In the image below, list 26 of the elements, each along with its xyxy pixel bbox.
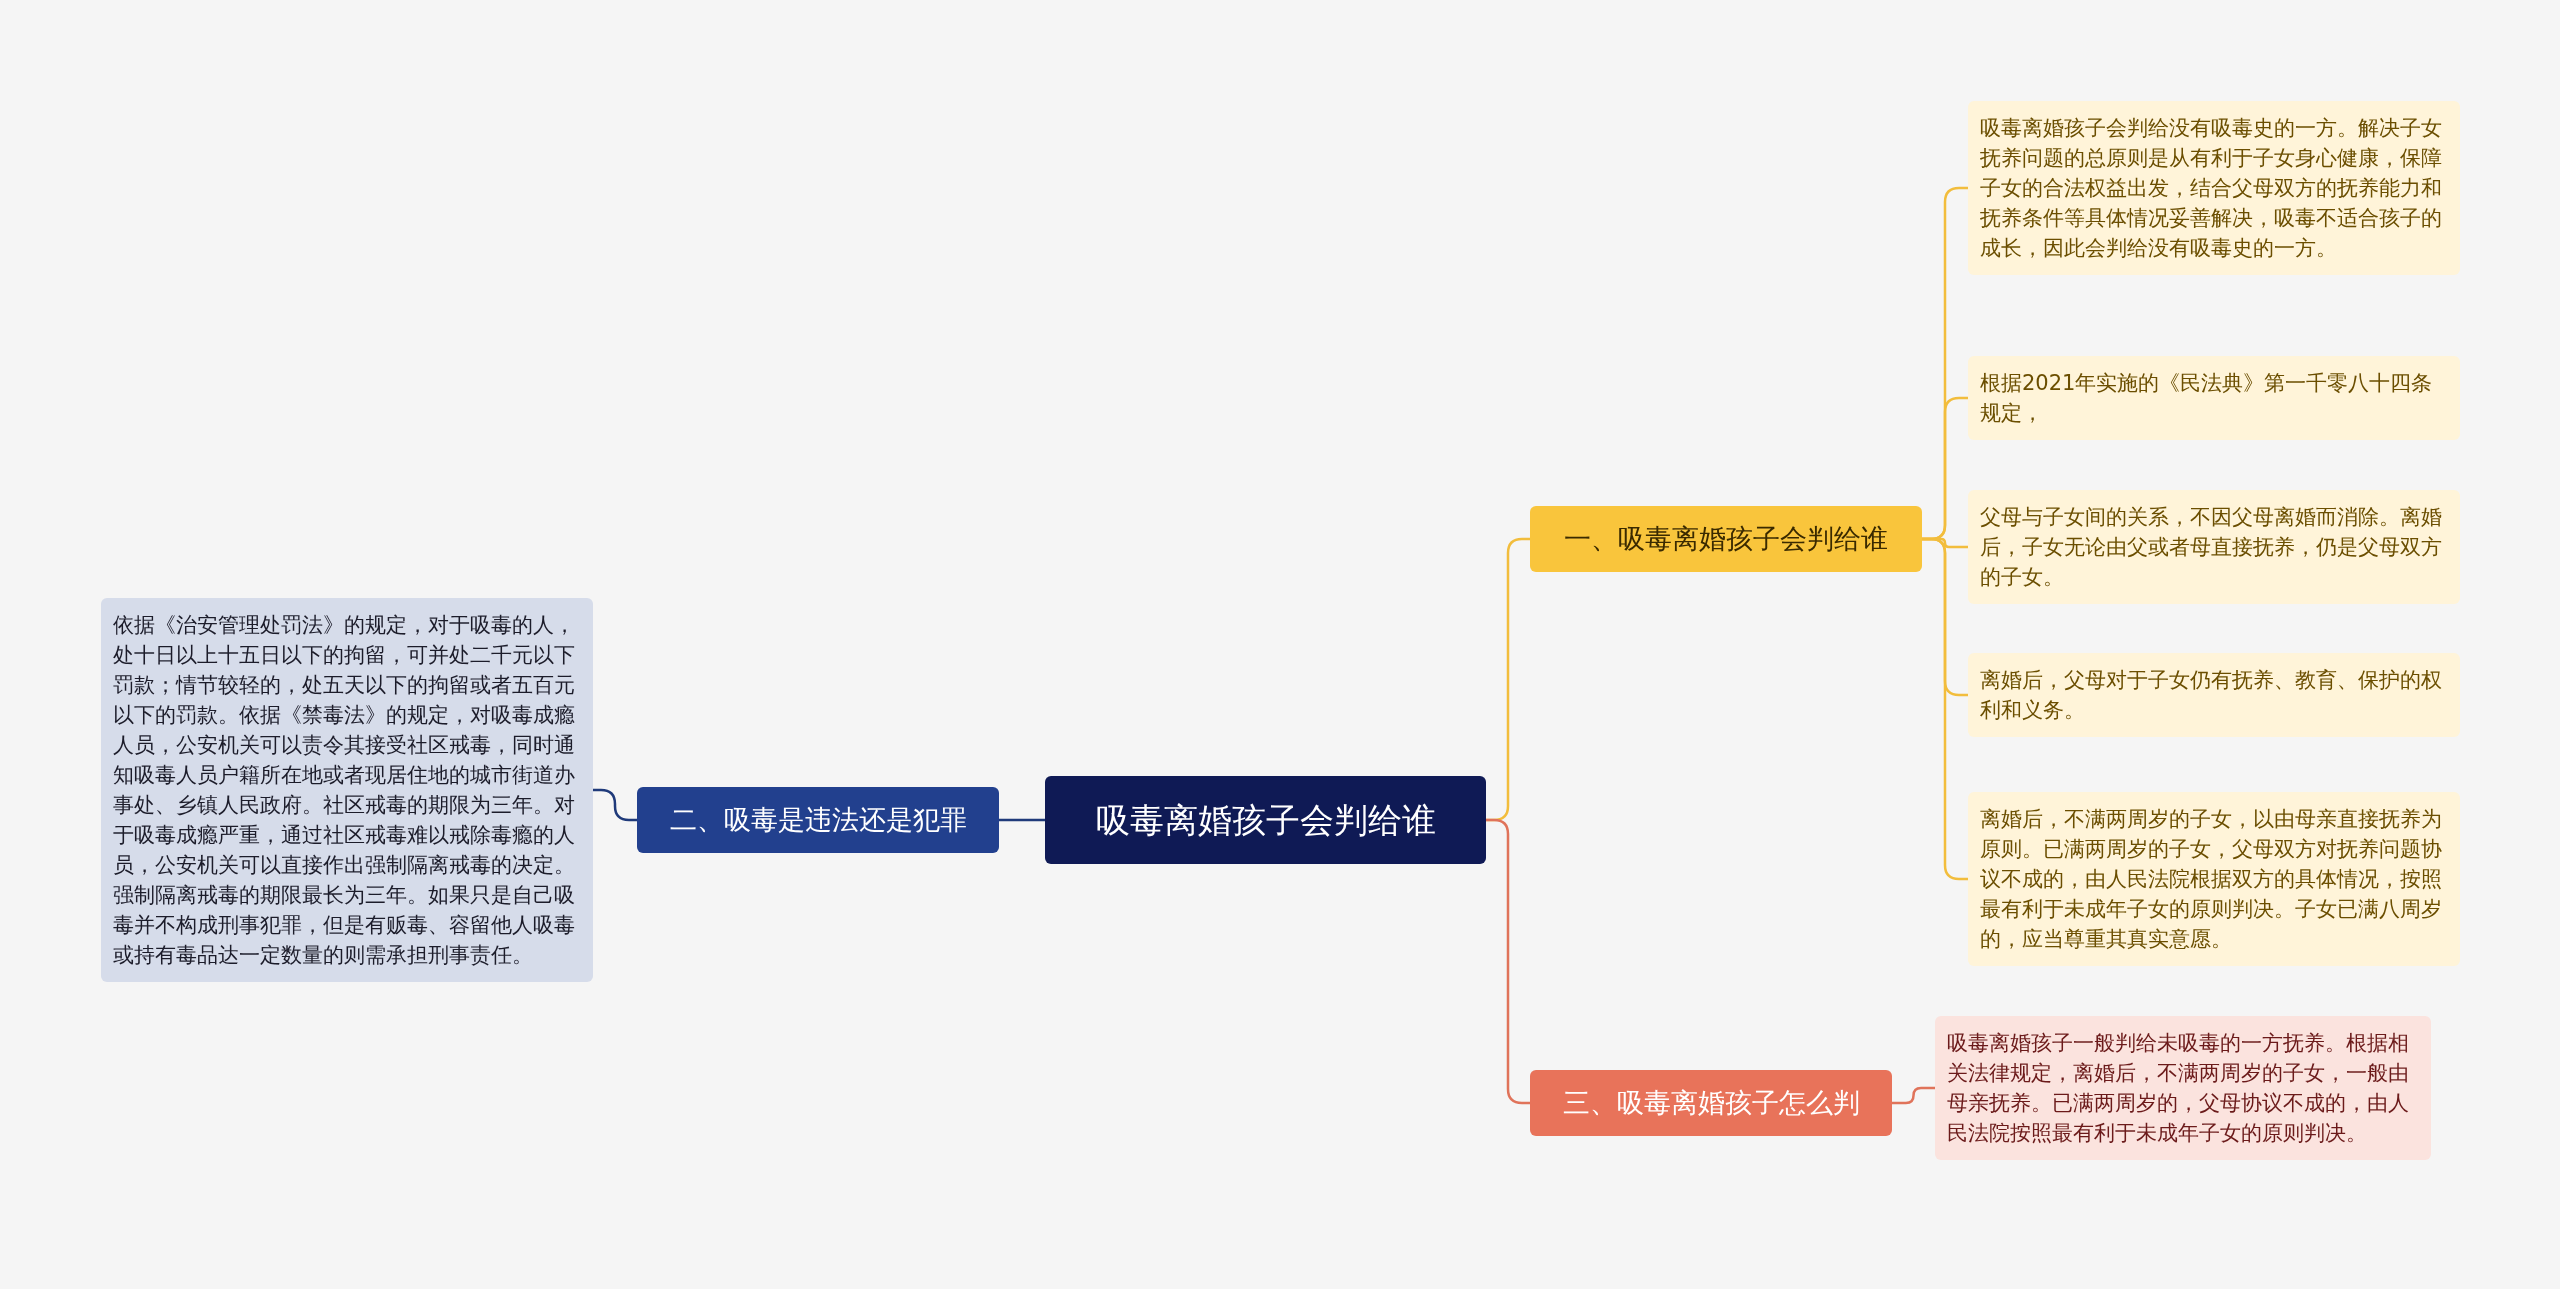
note-box: [1935, 1016, 2431, 1160]
topic-text: 二、吸毒是违法还是犯罪: [668, 803, 968, 837]
note-box: [1968, 101, 2460, 275]
note-box: [1968, 792, 2460, 966]
topic-text: 一、吸毒离婚孩子会判给谁: [1563, 522, 1889, 556]
topic-text: 吸毒离婚孩子会判给谁: [1094, 799, 1437, 842]
note-text: 吸毒离婚孩子一般判给未吸毒的一方抚养。根据相关法律规定，离婚后，不满两周岁的子女，一般由母亲抚养。已满两周岁的，父母协议不成的，由人民法院按照最有利于未成年子女的原则判决。: [1947, 1030, 2410, 1147]
note-box: [1968, 356, 2460, 440]
connector-line: [593, 788, 637, 822]
note-text: 根据2021年实施的《民法典》第一千零八十四条规定，: [1980, 370, 2434, 427]
connector-line: [1892, 1086, 1935, 1105]
note-text: 父母与子女间的关系，不因父母离婚而消除。离婚后，子女无论由父或者母直接抚养，仍是父母双方的子女。: [1980, 504, 2443, 591]
note-text: 依据《治安管理处罚法》的规定，对于吸毒的人，处十日以上十五日以下的拘留，可并处二千元以下罚款；情节较轻的，处五天以下的拘留或者五百元以下的罚款。依据《禁毒法》的规定，对吸毒成瘾人员，公安机关可以责令其接受社区戒毒，同时通知吸毒人员户籍所在地或者现居住地的城市街道办事处、乡镇人民政府。社区戒毒的期限为三年。对于吸毒成瘾严重，通过社区戒毒难以戒除毒瘾的人员，公安机关可以直接作出强制隔离戒毒的决定。强制隔离戒毒的期限最长为三年。如果只是自己吸毒并不构成刑事犯罪，但是有贩毒、容留他人吸毒或持有毒品达一定数量的则需承担刑事责任。: [113, 612, 576, 969]
note-text: 离婚后，父母对于子女仍有抚养、教育、保护的权利和义务。: [1980, 667, 2443, 724]
note-text: 吸毒离婚孩子会判给没有吸毒史的一方。解决子女抚养问题的总原则是从有利于子女身心健康，保障子女的合法权益出发，结合父母双方的抚养能力和抚养条件等具体情况妥善解决，吸毒不适合孩子的成长，因此会判给没有吸毒史的一方。: [1980, 115, 2443, 262]
note-box: [1968, 490, 2460, 604]
topic-text: 三、吸毒离婚孩子怎么判: [1561, 1086, 1861, 1120]
central-topic-box: [1045, 776, 1486, 864]
branch-topic-box: [1530, 1070, 1892, 1136]
note-box: [1968, 653, 2460, 737]
branch-topic-box: [637, 787, 999, 853]
connector-line: [999, 818, 1045, 822]
branch-topic-box: [1530, 506, 1922, 572]
note-text: 离婚后，不满两周岁的子女，以由母亲直接抚养为原则。已满两周岁的子女，父母双方对抚养问题协议不成的，由人民法院根据双方的具体情况，按照最有利于未成年子女的原则判决。子女已满八周岁的，应当尊重其真实意愿。: [1980, 806, 2443, 953]
connector-line: [1922, 537, 1968, 881]
connector-line: [1486, 818, 1530, 1105]
